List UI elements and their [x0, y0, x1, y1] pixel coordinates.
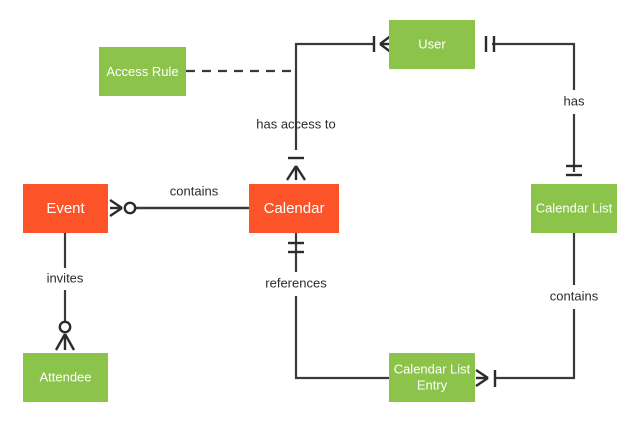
- entity-attendee[interactable]: Attendee: [23, 353, 108, 402]
- edge-user-has-calendar-list: [492, 42, 576, 172]
- marker-attendee-zero-or-many: [54, 320, 76, 351]
- relationship-label-has: has: [564, 93, 585, 108]
- relationship-label-contains-calendar: contains: [170, 183, 219, 198]
- entity-label-user: User: [418, 36, 446, 51]
- entity-label-calendar-list-entry-line1: Calendar List: [394, 361, 471, 376]
- relationship-label-has-access-to: has access to: [256, 116, 336, 131]
- entity-event[interactable]: Event: [23, 184, 108, 233]
- relationship-label-references: references: [265, 275, 327, 290]
- marker-user-exactly-one: [484, 36, 496, 52]
- relationship-label-contains-entries: contains: [550, 288, 599, 303]
- entity-label-event: Event: [46, 200, 85, 217]
- entity-calendar[interactable]: Calendar: [249, 184, 339, 233]
- entity-label-calendar-list: Calendar List: [536, 200, 613, 215]
- edge-user-has-access-to-calendar: [294, 42, 373, 150]
- entity-calendar-list[interactable]: Calendar List: [531, 184, 617, 233]
- edge-calendar-list-contains-entry: [495, 233, 576, 380]
- marker-calendar-top-one-or-many: [285, 156, 307, 181]
- entity-label-calendar: Calendar: [264, 200, 325, 217]
- edge-calendar-references-entry: [294, 233, 389, 380]
- marker-calendar-list-exactly-one: [566, 164, 582, 177]
- entity-label-calendar-list-entry-line2: Entry: [417, 377, 448, 392]
- entity-label-attendee: Attendee: [39, 369, 91, 384]
- marker-entry-one-or-many: [475, 369, 497, 387]
- entity-user[interactable]: User: [389, 20, 475, 69]
- entity-label-access-rule: Access Rule: [106, 64, 178, 79]
- marker-calendar-bottom-exactly-one: [288, 241, 304, 254]
- entity-calendar-list-entry[interactable]: Calendar List Entry: [389, 353, 475, 402]
- marker-event-zero-or-many: [109, 199, 137, 217]
- relationship-label-invites: invites: [47, 270, 84, 285]
- entity-access-rule[interactable]: Access Rule: [99, 47, 186, 96]
